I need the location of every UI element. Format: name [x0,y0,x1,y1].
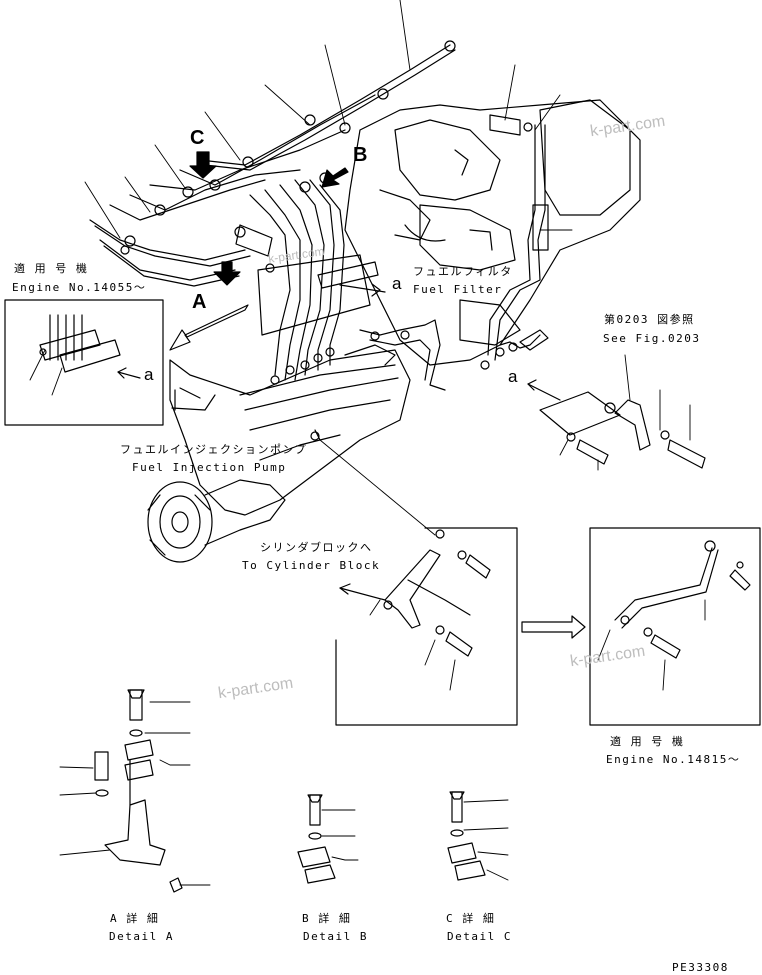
leader-lines-top [84,0,573,239]
detail-a-jp: A 詳 細 [110,912,160,925]
injection-pump-jp: フュエルインジェクションポンプ [120,443,308,456]
detail-b-parts [297,794,359,884]
filter-bracket [257,254,386,336]
callout-c: C [190,127,205,149]
mount-bracket-parts [527,354,706,471]
detail-b-jp: B 詳 細 [302,912,352,925]
leader-pump-box [319,439,436,536]
ref-a-upper: a [392,274,402,293]
detail-a-en: Detail A [109,930,174,943]
hatched-arrow [213,261,241,286]
detail-c-en: Detail C [447,930,512,943]
to-cylinder-jp: シリンダブロックへ [260,541,373,554]
fuel-filter-jp: フュエルフィルタ [413,265,513,278]
filter-pipes [359,319,549,391]
view-arrow-a [169,304,249,351]
engine-body [344,99,641,366]
see-fig-jp: 第0203 図参照 [604,313,695,326]
engine-no-right-jp: 適 用 号 機 [610,735,685,748]
ref-a-inset: a [144,365,154,384]
inset-box-right [589,527,761,726]
callout-a: A [192,291,207,313]
injection-pump [147,344,411,563]
view-arrow-b [321,167,349,188]
callout-b: B [353,144,368,166]
page-code: PE33308 [672,961,729,974]
detail-b-en: Detail B [303,930,368,943]
view-arrow-c [189,151,217,179]
engine-no-left-en: Engine No.14055～ [12,281,147,294]
to-cylinder-en: To Cylinder Block [242,559,381,572]
engine-no-left-jp: 適 用 号 機 [14,262,89,275]
detail-c-parts [447,791,509,881]
inset-box-left [4,299,164,426]
see-fig-en: See Fig.0203 [603,332,701,345]
fuel-filter-en: Fuel Filter [413,283,503,296]
injection-pump-en: Fuel Injection Pump [132,461,287,474]
inset-box-center [335,527,518,726]
ref-a-lower: a [508,367,518,386]
engine-no-right-en: Engine No.14815～ [606,753,741,766]
detail-c-jp: C 詳 細 [446,912,496,925]
transition-arrow [521,615,586,639]
detail-a-parts [59,689,211,893]
